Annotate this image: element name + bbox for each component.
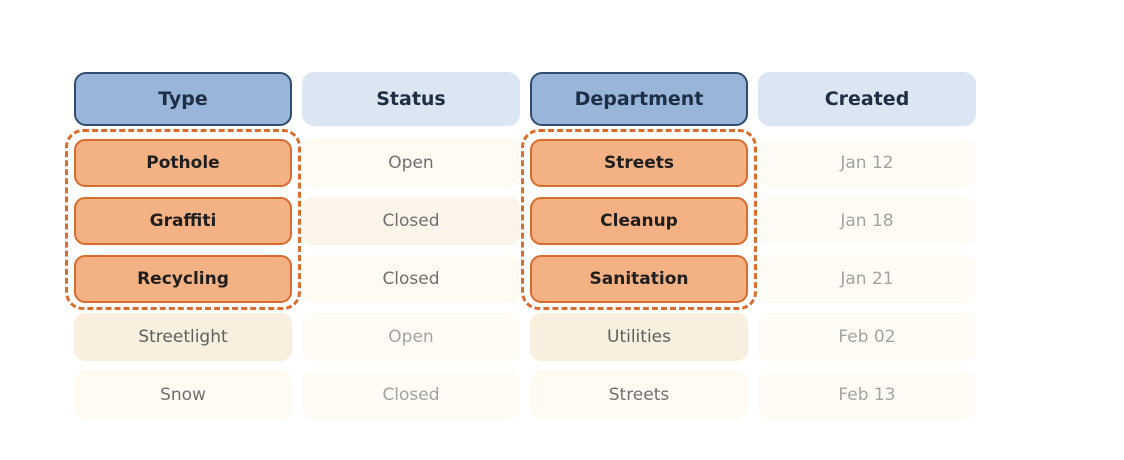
header-department: Department (530, 72, 748, 126)
cell-type-row-0: Pothole (74, 139, 292, 187)
cell-created-row-0: Jan 12 (758, 139, 976, 187)
cell-type-row-2: Recycling (74, 255, 292, 303)
header-status: Status (302, 72, 520, 126)
cell-department-row-1: Cleanup (530, 197, 748, 245)
cell-status-row-2: Closed (302, 255, 520, 303)
cell-type-row-1: Graffiti (74, 197, 292, 245)
cell-status-row-1: Closed (302, 197, 520, 245)
header-type: Type (74, 72, 292, 126)
cell-created-row-3: Feb 02 (758, 313, 976, 361)
header-created: Created (758, 72, 976, 126)
cell-status-row-3: Open (302, 313, 520, 361)
cell-created-row-2: Jan 21 (758, 255, 976, 303)
cell-status-row-0: Open (302, 139, 520, 187)
cell-department-row-2: Sanitation (530, 255, 748, 303)
cell-status-row-4: Closed (302, 371, 520, 419)
cell-department-row-0: Streets (530, 139, 748, 187)
cell-type-row-4: Snow (74, 371, 292, 419)
cell-created-row-1: Jan 18 (758, 197, 976, 245)
cell-department-row-3: Utilities (530, 313, 748, 361)
cell-created-row-4: Feb 13 (758, 371, 976, 419)
cell-type-row-3: Streetlight (74, 313, 292, 361)
cell-department-row-4: Streets (530, 371, 748, 419)
